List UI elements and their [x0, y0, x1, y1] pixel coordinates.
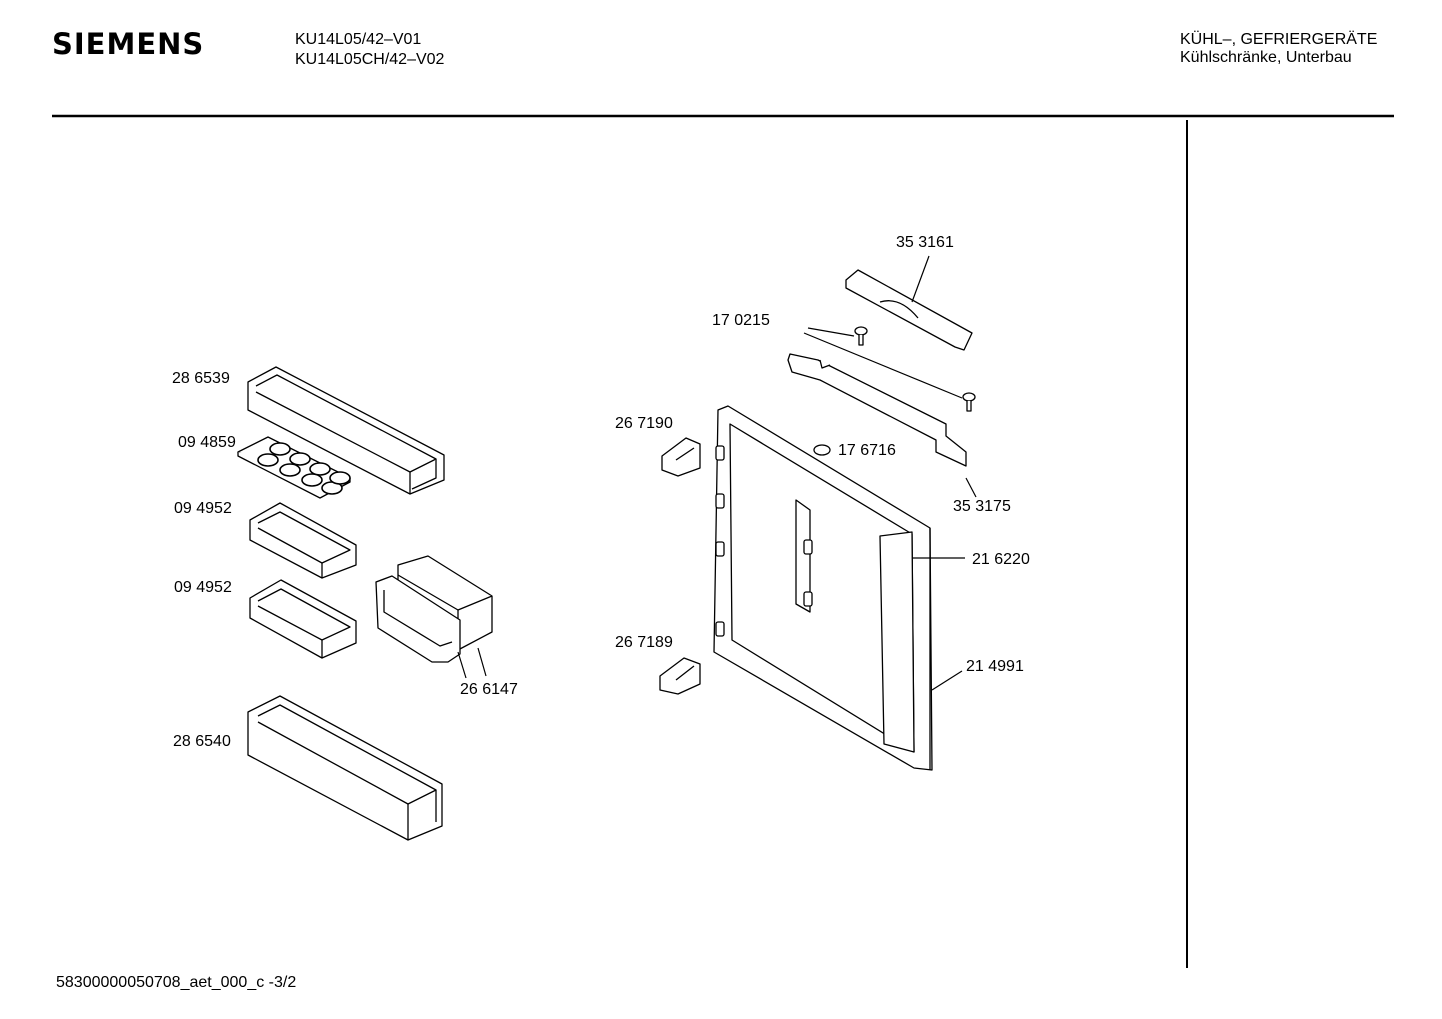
- top-cover-trim: [846, 270, 972, 350]
- document-code: 58300000050708_aet_000_c -3/2: [56, 974, 297, 991]
- model-line-2: KU14L05CH/42–V02: [295, 51, 445, 68]
- leader-lines: [458, 256, 976, 690]
- part-label-267189: 26 7189: [615, 634, 673, 651]
- brand-logo: SIEMENS: [52, 27, 205, 61]
- butter-compartment: [376, 556, 492, 662]
- egg-tray: [238, 437, 350, 498]
- screw-top: [855, 327, 867, 345]
- part-label-170215: 17 0215: [712, 312, 770, 329]
- category-line-1: KÜHL–, GEFRIERGERÄTE: [1180, 31, 1378, 48]
- category-line-2: Kühlschränke, Unterbau: [1180, 49, 1352, 66]
- part-label-214991: 21 4991: [966, 658, 1024, 675]
- small-shelf-a: [250, 503, 356, 578]
- part-label-094952-a: 09 4952: [174, 500, 232, 517]
- part-label-094859: 09 4859: [178, 434, 236, 451]
- hinge-part-lower: [660, 658, 700, 694]
- part-label-216220: 21 6220: [972, 551, 1030, 568]
- door-shelf-bottom: [248, 696, 442, 840]
- cap-part: [814, 445, 830, 455]
- part-label-353175: 35 3175: [953, 498, 1011, 515]
- part-label-353161: 35 3161: [896, 234, 954, 251]
- door-shelf-top: [248, 367, 444, 494]
- part-label-286539: 28 6539: [172, 370, 230, 387]
- small-shelf-b: [250, 580, 356, 658]
- part-label-267190: 26 7190: [615, 415, 673, 432]
- hinge-bracket: [788, 354, 966, 466]
- part-label-094952-b: 09 4952: [174, 579, 232, 596]
- model-line-1: KU14L05/42–V01: [295, 31, 422, 48]
- hinge-part-upper: [662, 438, 700, 476]
- door-panel: [714, 406, 932, 770]
- part-label-286540: 28 6540: [173, 733, 231, 750]
- screw-bottom: [963, 393, 975, 411]
- part-label-266147: 26 6147: [460, 681, 518, 698]
- part-label-176716: 17 6716: [838, 442, 896, 459]
